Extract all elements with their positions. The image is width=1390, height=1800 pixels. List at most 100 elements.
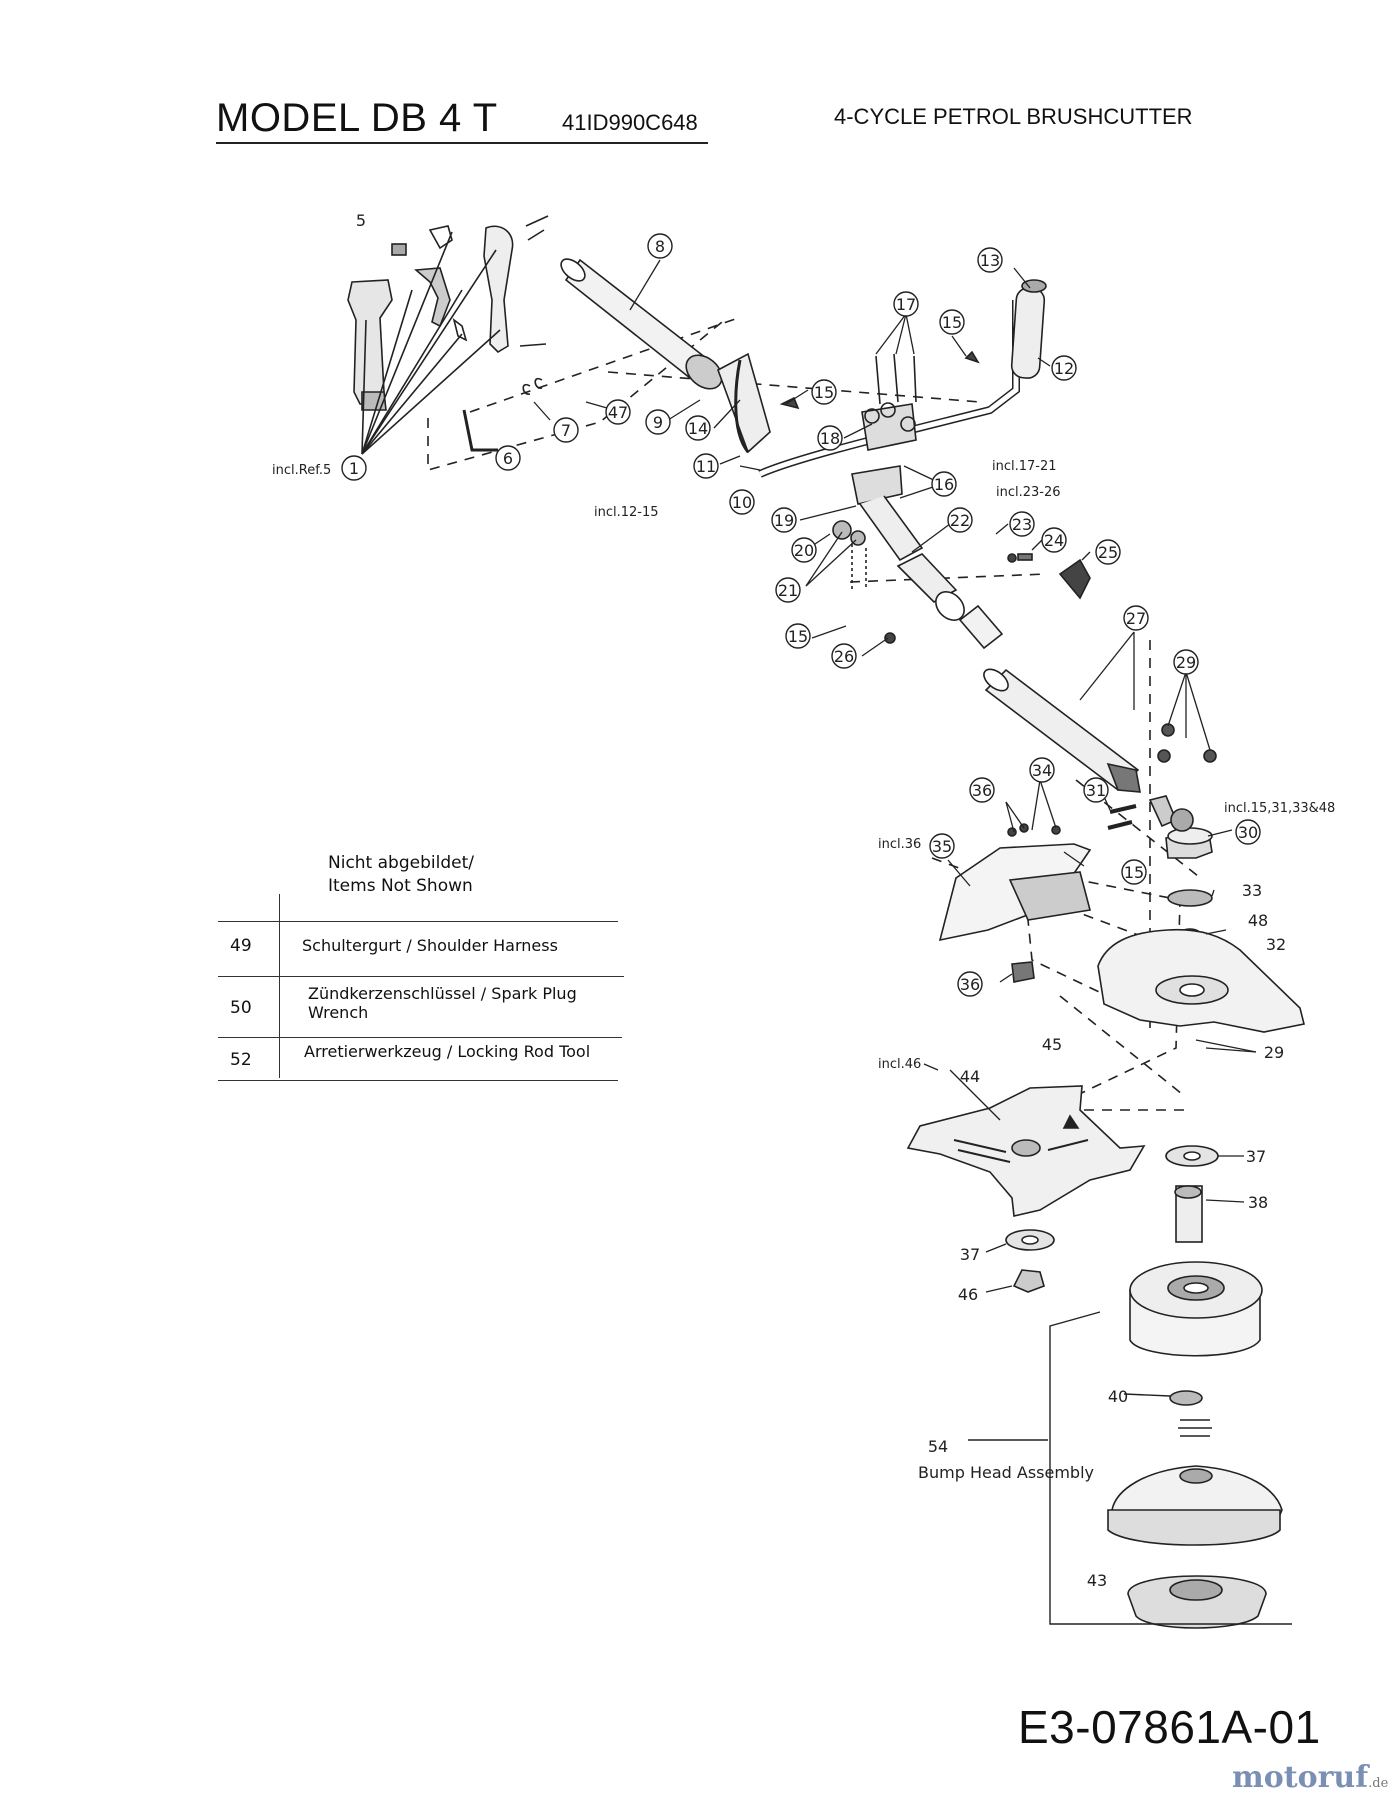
svg-text:9: 9: [653, 413, 663, 432]
svg-text:6: 6: [503, 449, 513, 468]
callout-21: 21: [775, 577, 801, 603]
throttle-handle-part: [347, 215, 549, 452]
guard-part: [938, 823, 1305, 1033]
gearhead-part: [1107, 723, 1217, 940]
page-title: MODEL DB 4 T: [216, 96, 498, 140]
svg-text:48: 48: [1248, 911, 1268, 930]
callout-15a: 15: [939, 309, 965, 335]
callout-48: 48: [1248, 911, 1268, 930]
callout-20: 20: [791, 537, 817, 563]
blade-part: [906, 1085, 1146, 1217]
callout-37b: 37: [960, 1245, 980, 1264]
callout-15c: 15: [785, 623, 811, 649]
incl-note: incl.17-21: [992, 459, 1057, 474]
callout-18: 18: [817, 425, 843, 451]
callout-38: 38: [1248, 1193, 1268, 1212]
callout-27: 27: [1123, 605, 1149, 631]
svg-text:8: 8: [655, 237, 665, 256]
callout-13: 13: [977, 247, 1003, 273]
table-vertical-rule: [279, 894, 280, 1078]
svg-text:13: 13: [980, 251, 1000, 270]
incl-note: incl.12-15: [594, 505, 659, 520]
callout-16: 16: [931, 471, 957, 497]
svg-text:5: 5: [356, 211, 366, 230]
svg-text:17: 17: [896, 295, 916, 314]
shaft-coupler-part: [884, 553, 1091, 650]
svg-text:18: 18: [820, 429, 840, 448]
callout-25: 25: [1095, 539, 1121, 565]
callout-9: 9: [645, 409, 671, 435]
callout-10: 10: [729, 489, 755, 515]
callout-33: 33: [1242, 881, 1262, 900]
svg-text:23: 23: [1012, 515, 1032, 534]
callout-19: 19: [771, 507, 797, 533]
item-number: 49: [230, 936, 252, 956]
callout-35: 35: [929, 833, 955, 859]
svg-text:54: 54: [928, 1437, 948, 1456]
svg-text:12: 12: [1054, 359, 1074, 378]
callout-54: 54: [928, 1437, 948, 1456]
incl-note: incl.15,31,33&48: [1224, 801, 1335, 816]
svg-text:15: 15: [1124, 863, 1144, 882]
shaft-tube-part: [560, 258, 771, 454]
svg-text:25: 25: [1098, 543, 1118, 562]
callout-leaders: [533, 259, 1257, 1293]
svg-text:34: 34: [1032, 761, 1052, 780]
svg-text:30: 30: [1238, 823, 1258, 842]
svg-text:44: 44: [960, 1067, 980, 1086]
svg-text:15: 15: [942, 313, 962, 332]
svg-text:29: 29: [1264, 1043, 1284, 1062]
item-description: Arretierwerkzeug / Locking Rod Tool: [304, 1042, 591, 1061]
incl-note: incl.Ref.5: [272, 463, 331, 478]
item-number: 52: [230, 1050, 252, 1070]
callout-31: 31: [1083, 777, 1109, 803]
svg-text:20: 20: [794, 541, 814, 560]
title-underline: [216, 142, 708, 144]
model-number: 41ID990C648: [562, 110, 698, 135]
svg-text:33: 33: [1242, 881, 1262, 900]
svg-text:1: 1: [349, 459, 359, 478]
svg-text:40: 40: [1108, 1387, 1128, 1406]
svg-text:32: 32: [1266, 935, 1286, 954]
svg-text:36: 36: [972, 781, 992, 800]
svg-text:45: 45: [1042, 1035, 1062, 1054]
svg-text:43: 43: [1087, 1571, 1107, 1590]
callout-43: 43: [1087, 1571, 1107, 1590]
svg-text:35: 35: [932, 837, 952, 856]
table-rule: [218, 1080, 618, 1081]
svg-text:37: 37: [960, 1245, 980, 1264]
incl-note: incl.23-26: [996, 485, 1061, 500]
callout-29a: 29: [1173, 649, 1199, 675]
table-row: 52 Arretierwerkzeug / Locking Rod Tool: [218, 1040, 618, 1092]
svg-text:14: 14: [688, 419, 708, 438]
callout-23: 23: [1009, 511, 1035, 537]
callout-11: 11: [693, 453, 719, 479]
callout-17: 17: [893, 291, 919, 317]
callout-22: 22: [947, 507, 973, 533]
svg-text:16: 16: [934, 475, 954, 494]
callout-6: 6: [495, 445, 521, 471]
callout-47: 47: [605, 399, 631, 425]
callout-15d: 15: [1121, 859, 1147, 885]
svg-text:38: 38: [1248, 1193, 1268, 1212]
item-description: Schultergurt / Shoulder Harness: [302, 936, 558, 955]
svg-text:26: 26: [834, 647, 854, 666]
clamp-assembly-part: [779, 350, 980, 590]
callout-14: 14: [685, 415, 711, 441]
drive-shaft-part: [983, 668, 1141, 793]
callout-46: 46: [958, 1285, 978, 1304]
assembly-label: Bump Head Assembly: [918, 1463, 1094, 1482]
incl-note: incl.36: [878, 837, 921, 852]
callout-24: 24: [1041, 527, 1067, 553]
table-rule: [218, 1037, 622, 1038]
svg-text:36: 36: [960, 975, 980, 994]
svg-text:37: 37: [1246, 1147, 1266, 1166]
callout-12: 12: [1051, 355, 1077, 381]
callout-1: 1: [341, 455, 367, 481]
callout-32: 32: [1266, 935, 1286, 954]
blade-hardware-part: [1005, 1145, 1219, 1293]
svg-text:22: 22: [950, 511, 970, 530]
callout-36b: 36: [957, 971, 983, 997]
table-rule: [218, 976, 624, 977]
